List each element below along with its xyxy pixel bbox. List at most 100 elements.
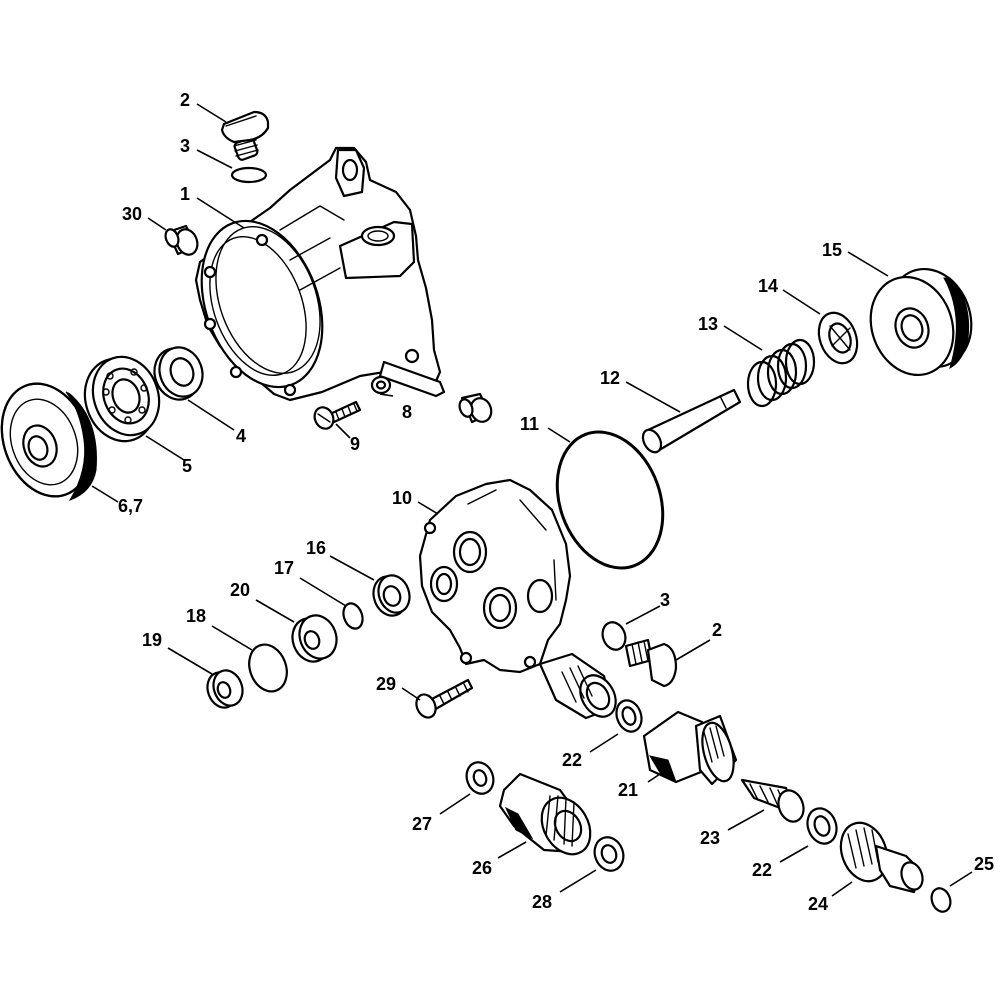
- callout-22-upper: 22: [562, 750, 582, 770]
- callout-27: 27: [412, 814, 432, 834]
- leader-8: [379, 393, 394, 397]
- part-14-retainer: [817, 311, 859, 365]
- leader-26: [497, 841, 527, 859]
- callout-12: 12: [600, 368, 620, 388]
- part-13-spring: [746, 338, 816, 408]
- leader-22-upper: [589, 733, 619, 753]
- leader-17: [299, 577, 347, 607]
- part-9-screw: [313, 400, 362, 430]
- leader-6-7: [91, 485, 119, 503]
- callout-22-lower: 22: [752, 860, 772, 880]
- part-23-strainer: [740, 778, 805, 823]
- leader-4: [187, 399, 235, 431]
- part-12-piston: [641, 388, 742, 454]
- part-29-screw: [415, 678, 474, 719]
- leader-21: [647, 769, 667, 783]
- callout-17: 17: [274, 558, 294, 578]
- callout-4: 4: [236, 426, 246, 446]
- callout-11: 11: [520, 414, 539, 434]
- leader-19: [167, 647, 213, 675]
- part-16-valve-seat: [372, 574, 411, 617]
- callout-2-lower: 2: [712, 620, 722, 640]
- callout-1: 1: [180, 184, 190, 204]
- callout-3-top: 3: [180, 136, 190, 156]
- callout-16: 16: [306, 538, 326, 558]
- leader-23: [727, 809, 765, 831]
- part-17-o-ring: [342, 602, 364, 630]
- callout-24: 24: [808, 894, 828, 914]
- part-26-coupling-nut: [498, 772, 592, 856]
- part-25-o-ring: [930, 887, 952, 913]
- callout-20: 20: [230, 580, 250, 600]
- leader-10: [417, 501, 439, 515]
- part-2-oil-plug-top: [220, 110, 270, 161]
- part-3-o-ring-top: [230, 166, 268, 184]
- callout-25: 25: [974, 854, 994, 874]
- part-27-washer: [465, 761, 495, 795]
- part-28-washer: [593, 836, 625, 872]
- callout-14: 14: [758, 276, 778, 296]
- part-30-bushing: [164, 224, 199, 256]
- leader-18: [211, 625, 253, 651]
- part-21-fitting: [642, 710, 738, 786]
- leader-13: [723, 325, 763, 351]
- leader-14: [782, 289, 821, 315]
- leader-2-top: [196, 103, 227, 123]
- callout-30: 30: [122, 204, 142, 224]
- callout-2-top: 2: [180, 90, 190, 110]
- leader-2-lower: [675, 639, 711, 661]
- part-head-outlet-fitting: [538, 652, 617, 720]
- callout-18: 18: [186, 606, 206, 626]
- part-11-large-o-ring: [555, 430, 665, 570]
- leader-3-lower: [625, 605, 661, 625]
- callout-26: 26: [472, 858, 492, 878]
- part-5-ball-bearing: [83, 355, 161, 443]
- part-8-washer: [370, 375, 392, 395]
- part-18-o-ring: [248, 643, 288, 693]
- callout-28: 28: [532, 892, 552, 912]
- callout-8: 8: [402, 402, 412, 422]
- part-3-o-ring-lower: [601, 621, 627, 651]
- leader-30: [147, 217, 167, 231]
- callout-21: 21: [618, 780, 638, 800]
- callout-29: 29: [376, 674, 396, 694]
- leader-22-lower: [779, 845, 809, 863]
- leader-9: [335, 423, 351, 439]
- callout-19: 19: [142, 630, 162, 650]
- part-19-valve-cap: [206, 669, 244, 709]
- leader-15: [847, 251, 889, 277]
- part-bushing-small: [458, 392, 493, 424]
- part-20-valve: [291, 614, 338, 663]
- part-1-pump-housing: [194, 146, 446, 402]
- callout-13: 13: [698, 314, 718, 334]
- leader-3-top: [196, 149, 233, 169]
- part-22-washer-lower: [806, 807, 838, 845]
- leader-25: [949, 871, 973, 887]
- leader-11: [547, 427, 571, 443]
- leader-16: [329, 555, 375, 581]
- callout-3-lower: 3: [660, 590, 670, 610]
- leader-lines: [91, 103, 973, 897]
- part-15-seal-disk: [869, 267, 973, 377]
- part-10-valve-head: [418, 478, 572, 674]
- leader-12: [625, 381, 681, 413]
- leader-27: [439, 793, 471, 815]
- part-22-washer-upper: [615, 699, 643, 733]
- leader-20: [255, 599, 295, 623]
- callout-10: 10: [392, 488, 412, 508]
- part-2-plug-lower: [624, 638, 678, 688]
- callout-15: 15: [822, 240, 842, 260]
- leader-1: [196, 197, 245, 229]
- part-4-seal: [153, 346, 204, 401]
- leader-29: [401, 687, 421, 701]
- callout-5: 5: [182, 456, 192, 476]
- leader-5: [145, 435, 185, 461]
- leader-24: [831, 881, 853, 897]
- callout-6-7: 6,7: [118, 496, 143, 516]
- callout-9: 9: [350, 434, 360, 454]
- leader-28: [559, 869, 597, 893]
- callout-labels: 2 3 1 30 15 14 13 12 11 8 9 4 5 6,7 10 1…: [118, 90, 994, 914]
- callout-23: 23: [700, 828, 720, 848]
- part-6-7-swash-plate: [0, 382, 97, 501]
